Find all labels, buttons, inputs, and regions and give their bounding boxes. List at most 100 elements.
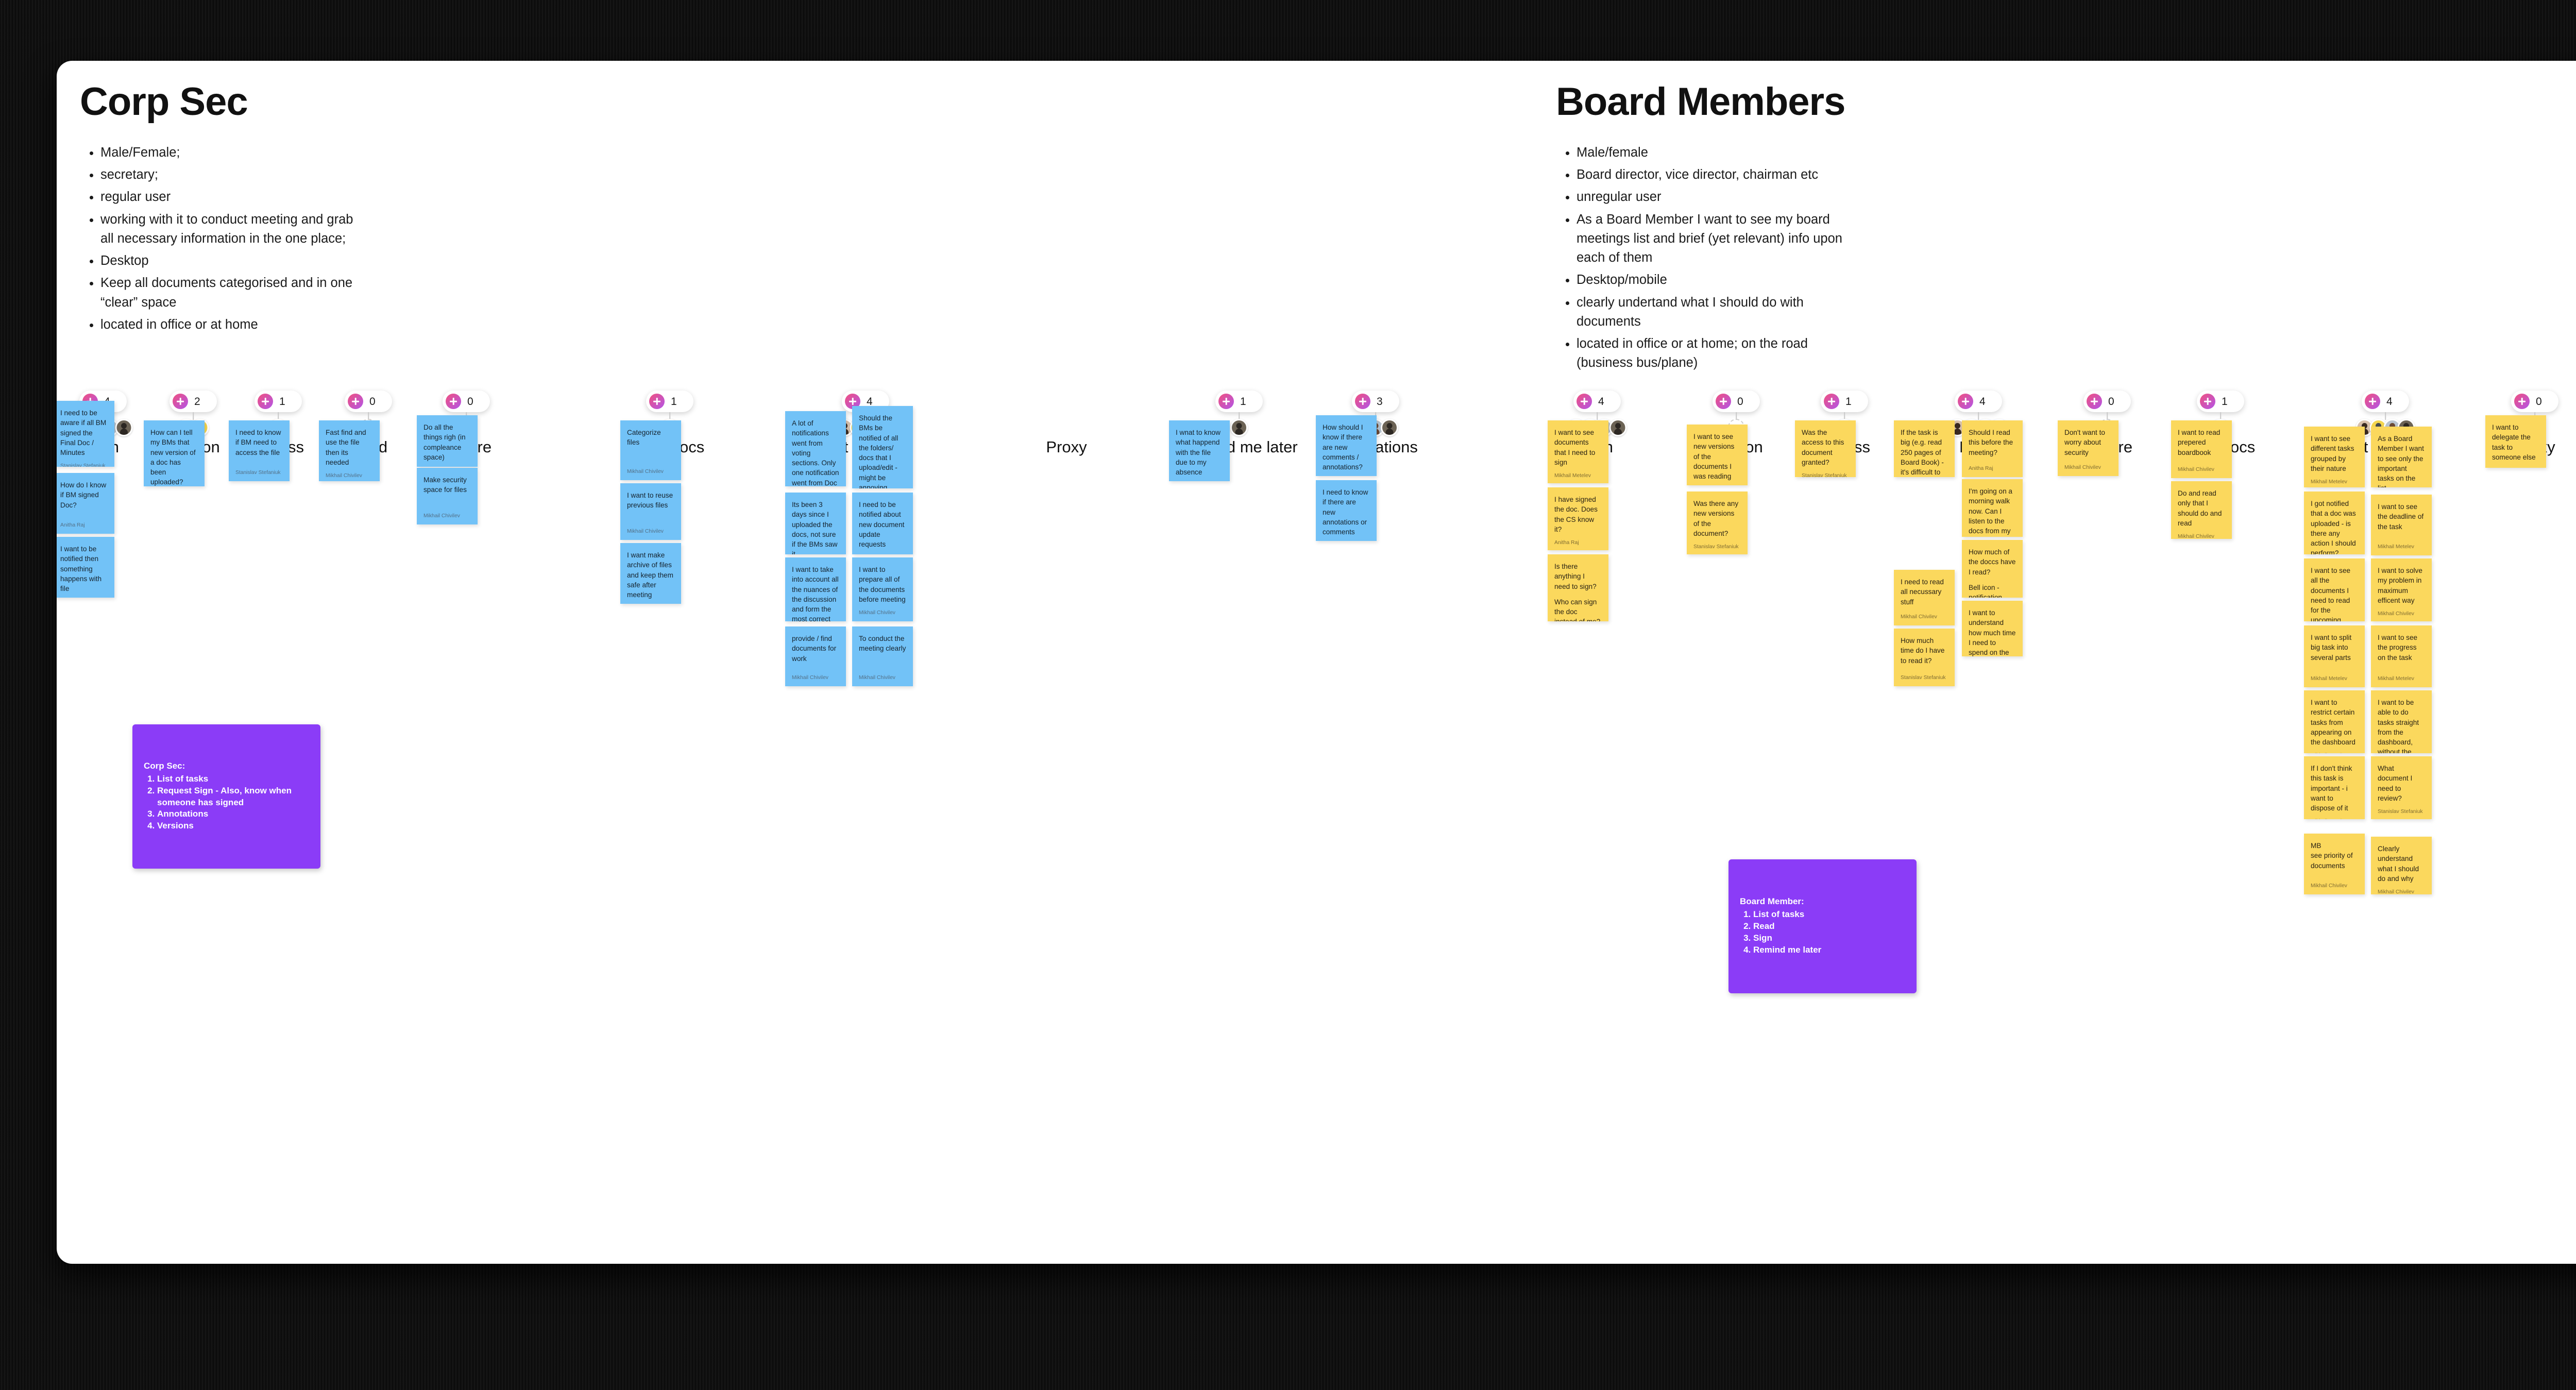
- avatar[interactable]: [1609, 419, 1627, 436]
- vote-pill[interactable]: 4: [2362, 391, 2409, 412]
- vote-pill[interactable]: 1: [646, 391, 693, 412]
- sticky-note[interactable]: I want to see different tasks grouped by…: [2304, 427, 2365, 487]
- sticky-note[interactable]: I want to split big task into several pa…: [2304, 625, 2365, 687]
- sticky-note[interactable]: I need to know if BM need to access the …: [229, 420, 290, 481]
- persona-bullet: Desktop: [100, 251, 368, 270]
- sticky-note[interactable]: I need to know if there are new annotati…: [1316, 480, 1377, 541]
- vote-pill[interactable]: 3: [1352, 391, 1399, 412]
- note-body: I want make archive of files and keep th…: [627, 550, 674, 604]
- summary-card-corp-sec[interactable]: Corp Sec:List of tasksRequest Sign - Als…: [132, 724, 320, 869]
- vote-pill[interactable]: 1: [1215, 391, 1263, 412]
- avatar[interactable]: [115, 419, 133, 436]
- plus-vote-icon[interactable]: [649, 394, 665, 409]
- sticky-note[interactable]: Its been 3 days since I uploaded the doc…: [785, 493, 846, 554]
- vote-pill[interactable]: 0: [1713, 391, 1760, 412]
- sticky-note[interactable]: I have signed the doc. Does the CS know …: [1548, 487, 1608, 550]
- vote-pill[interactable]: 0: [345, 391, 392, 412]
- sticky-note[interactable]: How much time do I have to read it?Stani…: [1894, 629, 1955, 686]
- sticky-note[interactable]: If I don't think this task is important …: [2304, 756, 2365, 819]
- sticky-note[interactable]: If the task is big (e.g. read 250 pages …: [1894, 420, 1955, 477]
- vote-pill[interactable]: 1: [2197, 391, 2244, 412]
- sticky-note[interactable]: What document I need to review?Stanislav…: [2371, 756, 2432, 819]
- sticky-note[interactable]: Clearly understand what I should do and …: [2371, 837, 2432, 894]
- sticky-note[interactable]: I want to understand how much time I nee…: [1962, 601, 2023, 656]
- sticky-note[interactable]: I'm going on a morning walk now. Can I l…: [1962, 479, 2023, 537]
- sticky-note[interactable]: I want make archive of files and keep th…: [620, 543, 681, 604]
- sticky-note[interactable]: Is there anything I need to sign?Who can…: [1548, 554, 1608, 621]
- sticky-note[interactable]: As a Board Member I want to see only the…: [2371, 427, 2432, 487]
- vote-pill[interactable]: 1: [255, 391, 302, 412]
- summary-card-board-members[interactable]: Board Member:List of tasksReadSignRemind…: [1728, 859, 1917, 993]
- avatar[interactable]: [1381, 419, 1398, 436]
- vote-pill[interactable]: 4: [1955, 391, 2002, 412]
- vote-stem: [2385, 412, 2386, 420]
- sticky-note[interactable]: I need to be aware if all BM signed the …: [57, 401, 114, 467]
- sticky-note[interactable]: I want to restrict certain tasks from ap…: [2304, 690, 2365, 753]
- whiteboard-canvas[interactable]: Corp SecMale/Female;secretary;regular us…: [57, 61, 2576, 1264]
- sticky-note[interactable]: How do I know if BM signed Doc?Anitha Ra…: [57, 473, 114, 534]
- plus-vote-icon[interactable]: [1218, 394, 1234, 409]
- plus-vote-icon[interactable]: [1824, 394, 1839, 409]
- plus-vote-icon[interactable]: [1577, 394, 1592, 409]
- sticky-note[interactable]: How much of the doccs have I read?Bell i…: [1962, 540, 2023, 598]
- vote-pill[interactable]: 0: [2083, 391, 2131, 412]
- note-text: A lot of notifications went from voting …: [792, 419, 839, 486]
- sticky-note[interactable]: I got notified that a doc was uploaded -…: [2304, 491, 2365, 554]
- vote-pill[interactable]: 0: [2511, 391, 2558, 412]
- sticky-note[interactable]: I want to prepare all of the documents b…: [852, 557, 913, 621]
- sticky-note[interactable]: I want to solve my problem in maximum ef…: [2371, 558, 2432, 621]
- sticky-note[interactable]: Fast find and use the file then its need…: [319, 420, 380, 481]
- sticky-note[interactable]: I want to be able to do tasks straight f…: [2371, 690, 2432, 753]
- sticky-note[interactable]: Do and read only that I should do and re…: [2171, 481, 2232, 539]
- note-body: I need to know if BM need to access the …: [235, 428, 283, 470]
- plus-vote-icon[interactable]: [2365, 394, 2380, 409]
- sticky-note[interactable]: I want to take into account all the nuan…: [785, 557, 846, 621]
- sticky-note[interactable]: How can I tell my BMs that new version o…: [144, 420, 205, 486]
- sticky-note[interactable]: I wnat to know what happend with the fil…: [1169, 420, 1230, 481]
- note-text: Who can sign the doc instead of me? (In …: [1554, 598, 1600, 621]
- sticky-note[interactable]: Was there any new versions of the docume…: [1687, 491, 1748, 554]
- sticky-note[interactable]: Should the BMs be notified of all the fo…: [852, 406, 913, 488]
- vote-pill[interactable]: 2: [170, 391, 217, 412]
- plus-vote-icon[interactable]: [1716, 394, 1731, 409]
- sticky-note[interactable]: I want to see documents that I need to s…: [1548, 420, 1608, 483]
- sticky-note[interactable]: I want to be notified then something hap…: [57, 537, 114, 598]
- sticky-note[interactable]: Was the access to this document granted?…: [1795, 420, 1856, 477]
- sticky-note[interactable]: I want to delegate the task to someone e…: [2485, 415, 2546, 468]
- sticky-note[interactable]: I want to see new versions of the docume…: [1687, 425, 1748, 485]
- plus-vote-icon[interactable]: [258, 394, 273, 409]
- plus-vote-icon[interactable]: [2514, 394, 2530, 409]
- sticky-note[interactable]: A lot of notifications went from voting …: [785, 411, 846, 486]
- sticky-note[interactable]: Should I read this before the meeting?An…: [1962, 420, 2023, 477]
- plus-vote-icon[interactable]: [173, 394, 188, 409]
- plus-vote-icon[interactable]: [2087, 394, 2102, 409]
- sticky-note[interactable]: I want to see all the documents I need t…: [2304, 558, 2365, 621]
- avatar-head: [2403, 423, 2409, 429]
- vote-pill[interactable]: 4: [1573, 391, 1621, 412]
- plus-vote-icon[interactable]: [1355, 394, 1370, 409]
- sticky-note[interactable]: Do all the things righ (in compleance sp…: [417, 415, 478, 467]
- note-body: Is there anything I need to sign?Who can…: [1554, 562, 1602, 621]
- plus-vote-icon[interactable]: [2200, 394, 2215, 409]
- note-text: I have signed the doc. Does the CS know …: [1554, 496, 1600, 533]
- plus-vote-icon[interactable]: [446, 394, 461, 409]
- plus-vote-icon[interactable]: [348, 394, 363, 409]
- avatar[interactable]: [1230, 419, 1248, 436]
- sticky-note[interactable]: How should I know if there are new comme…: [1316, 415, 1377, 476]
- plus-vote-icon[interactable]: [1958, 394, 1973, 409]
- vote-pill[interactable]: 1: [1821, 391, 1868, 412]
- vote-pill[interactable]: 0: [443, 391, 490, 412]
- sticky-note[interactable]: I need to be notified about new document…: [852, 493, 913, 554]
